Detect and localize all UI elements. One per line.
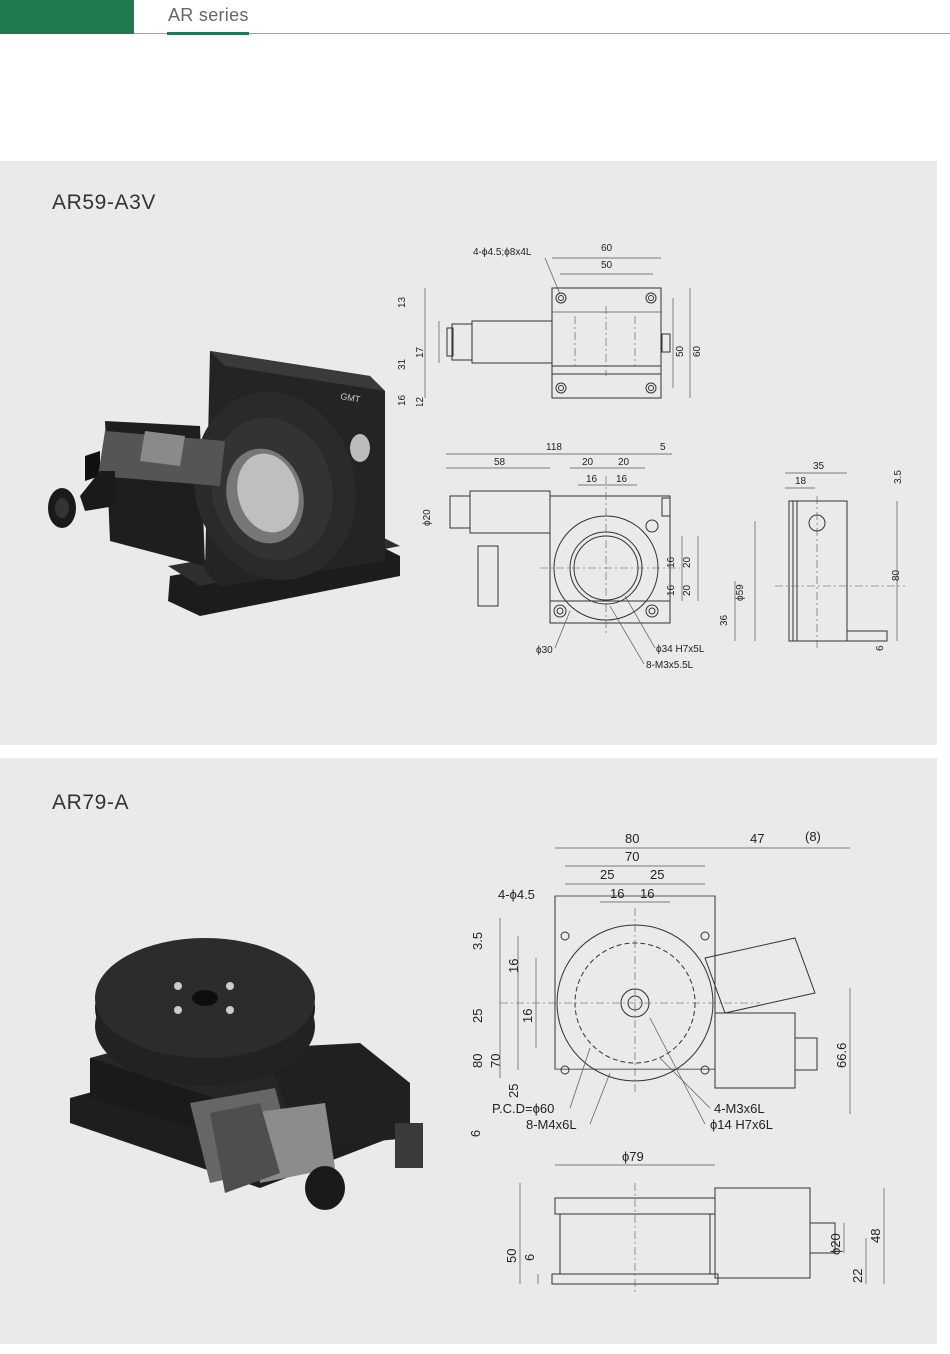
dim-label: 80 xyxy=(891,569,902,581)
svg-text:GMT: GMT xyxy=(340,391,362,404)
side-view-drawing-ar79: ϕ79 50 6 ϕ20 22 48 xyxy=(504,1149,885,1293)
dim-label: 16 xyxy=(520,1009,535,1023)
dim-label: 13 xyxy=(397,296,408,308)
dim-label: 6 xyxy=(875,645,886,651)
dim-label: 70 xyxy=(488,1054,503,1068)
product-panel-ar59: AR59-A3V GMT 4-ϕ4.5;ϕ8x4L 60 50 xyxy=(0,161,937,745)
series-title: AR series xyxy=(168,5,249,25)
dim-label: P.C.D=ϕ60 xyxy=(492,1101,554,1116)
dim-label: 8-M4x6L xyxy=(526,1117,577,1132)
dim-label: ϕ30 xyxy=(536,645,553,656)
dim-label: 16 xyxy=(666,584,677,596)
dim-label: 16 xyxy=(640,886,654,901)
dim-label: ϕ79 xyxy=(622,1149,644,1164)
dim-label: 12 xyxy=(415,396,426,406)
dim-label: ϕ59 xyxy=(735,584,746,601)
dim-label: 25 xyxy=(470,1009,485,1023)
dim-label: 18 xyxy=(795,476,807,487)
dim-label: ϕ20 xyxy=(422,509,433,526)
product-panel-ar79: AR79-A 80 47 (8) 70 25 xyxy=(0,758,937,1344)
product-photo-ar59: GMT xyxy=(48,351,400,616)
dim-label: 66.6 xyxy=(834,1043,849,1068)
dim-label: 16 xyxy=(397,394,408,406)
model-name: AR59-A3V xyxy=(52,191,157,214)
dim-label: 20 xyxy=(582,457,594,468)
dim-label: 6 xyxy=(522,1254,537,1261)
dim-label: 36 xyxy=(719,614,730,626)
top-view-drawing-ar79: 80 47 (8) 70 25 25 16 16 3.5 4-ϕ4.5 25 1… xyxy=(468,829,851,1138)
dim-label: 47 xyxy=(750,831,764,846)
dim-label: 4-M3x6L xyxy=(714,1101,765,1116)
dim-label: 4-ϕ4.5;ϕ8x4L xyxy=(473,247,532,258)
dim-label: 5 xyxy=(660,442,666,453)
dim-label: 20 xyxy=(618,457,630,468)
side-view-drawing-ar59: 35 18 3.5 ϕ59 80 36 6 xyxy=(719,461,905,651)
dim-label: 60 xyxy=(601,243,613,254)
dim-label: 16 xyxy=(610,886,624,901)
header-divider xyxy=(134,33,950,34)
dim-label: 7.6 xyxy=(468,1130,483,1138)
dim-label: 4-ϕ4.5 xyxy=(498,887,535,902)
dim-label: 80 xyxy=(625,831,639,846)
dim-label: 35 xyxy=(813,461,825,472)
dim-label: 48 xyxy=(868,1229,883,1243)
dim-label: (8) xyxy=(805,829,821,844)
brand-color-block xyxy=(0,0,134,34)
dim-label: 20 xyxy=(682,584,693,596)
dim-label: 22 xyxy=(850,1269,865,1283)
dim-label: 31 xyxy=(397,358,408,370)
dim-label: 16 xyxy=(616,474,628,485)
product-photo-ar79 xyxy=(70,938,423,1210)
dim-label: 16 xyxy=(506,959,521,973)
page-header: AR series xyxy=(0,0,950,36)
dim-label: 3.5 xyxy=(893,470,904,484)
dim-label: 80 xyxy=(470,1054,485,1068)
dim-label: 16 xyxy=(666,556,677,568)
dim-label: 17 xyxy=(415,346,426,358)
dim-label: ϕ20 xyxy=(828,1233,843,1255)
dim-label: 25 xyxy=(506,1084,521,1098)
model-name: AR79-A xyxy=(52,791,130,814)
dim-label: 50 xyxy=(504,1249,519,1263)
dim-label: 8-M3x5.5L xyxy=(646,660,694,671)
dim-label: 118 xyxy=(546,442,562,453)
dim-label: 16 xyxy=(586,474,598,485)
dim-label: 50 xyxy=(675,345,686,357)
front-view-drawing-ar59: 118 58 20 20 16 16 5 ϕ20 16 20 16 20 xyxy=(422,442,705,671)
dim-label: ϕ34 H7x5L xyxy=(656,644,705,655)
series-title-underline xyxy=(167,32,249,35)
dim-label: 3.5 xyxy=(470,932,485,950)
dim-label: 50 xyxy=(601,260,613,271)
dim-label: 20 xyxy=(682,556,693,568)
dim-label: 25 xyxy=(650,867,664,882)
dim-label: 70 xyxy=(625,849,639,864)
dim-label: 25 xyxy=(600,867,614,882)
dim-label: ϕ14 H7x6L xyxy=(710,1117,773,1132)
dim-label: 58 xyxy=(494,457,506,468)
dim-label: 60 xyxy=(692,345,703,357)
top-view-drawing-ar59: 4-ϕ4.5;ϕ8x4L 60 50 13 17 31 16 12 xyxy=(397,243,703,406)
